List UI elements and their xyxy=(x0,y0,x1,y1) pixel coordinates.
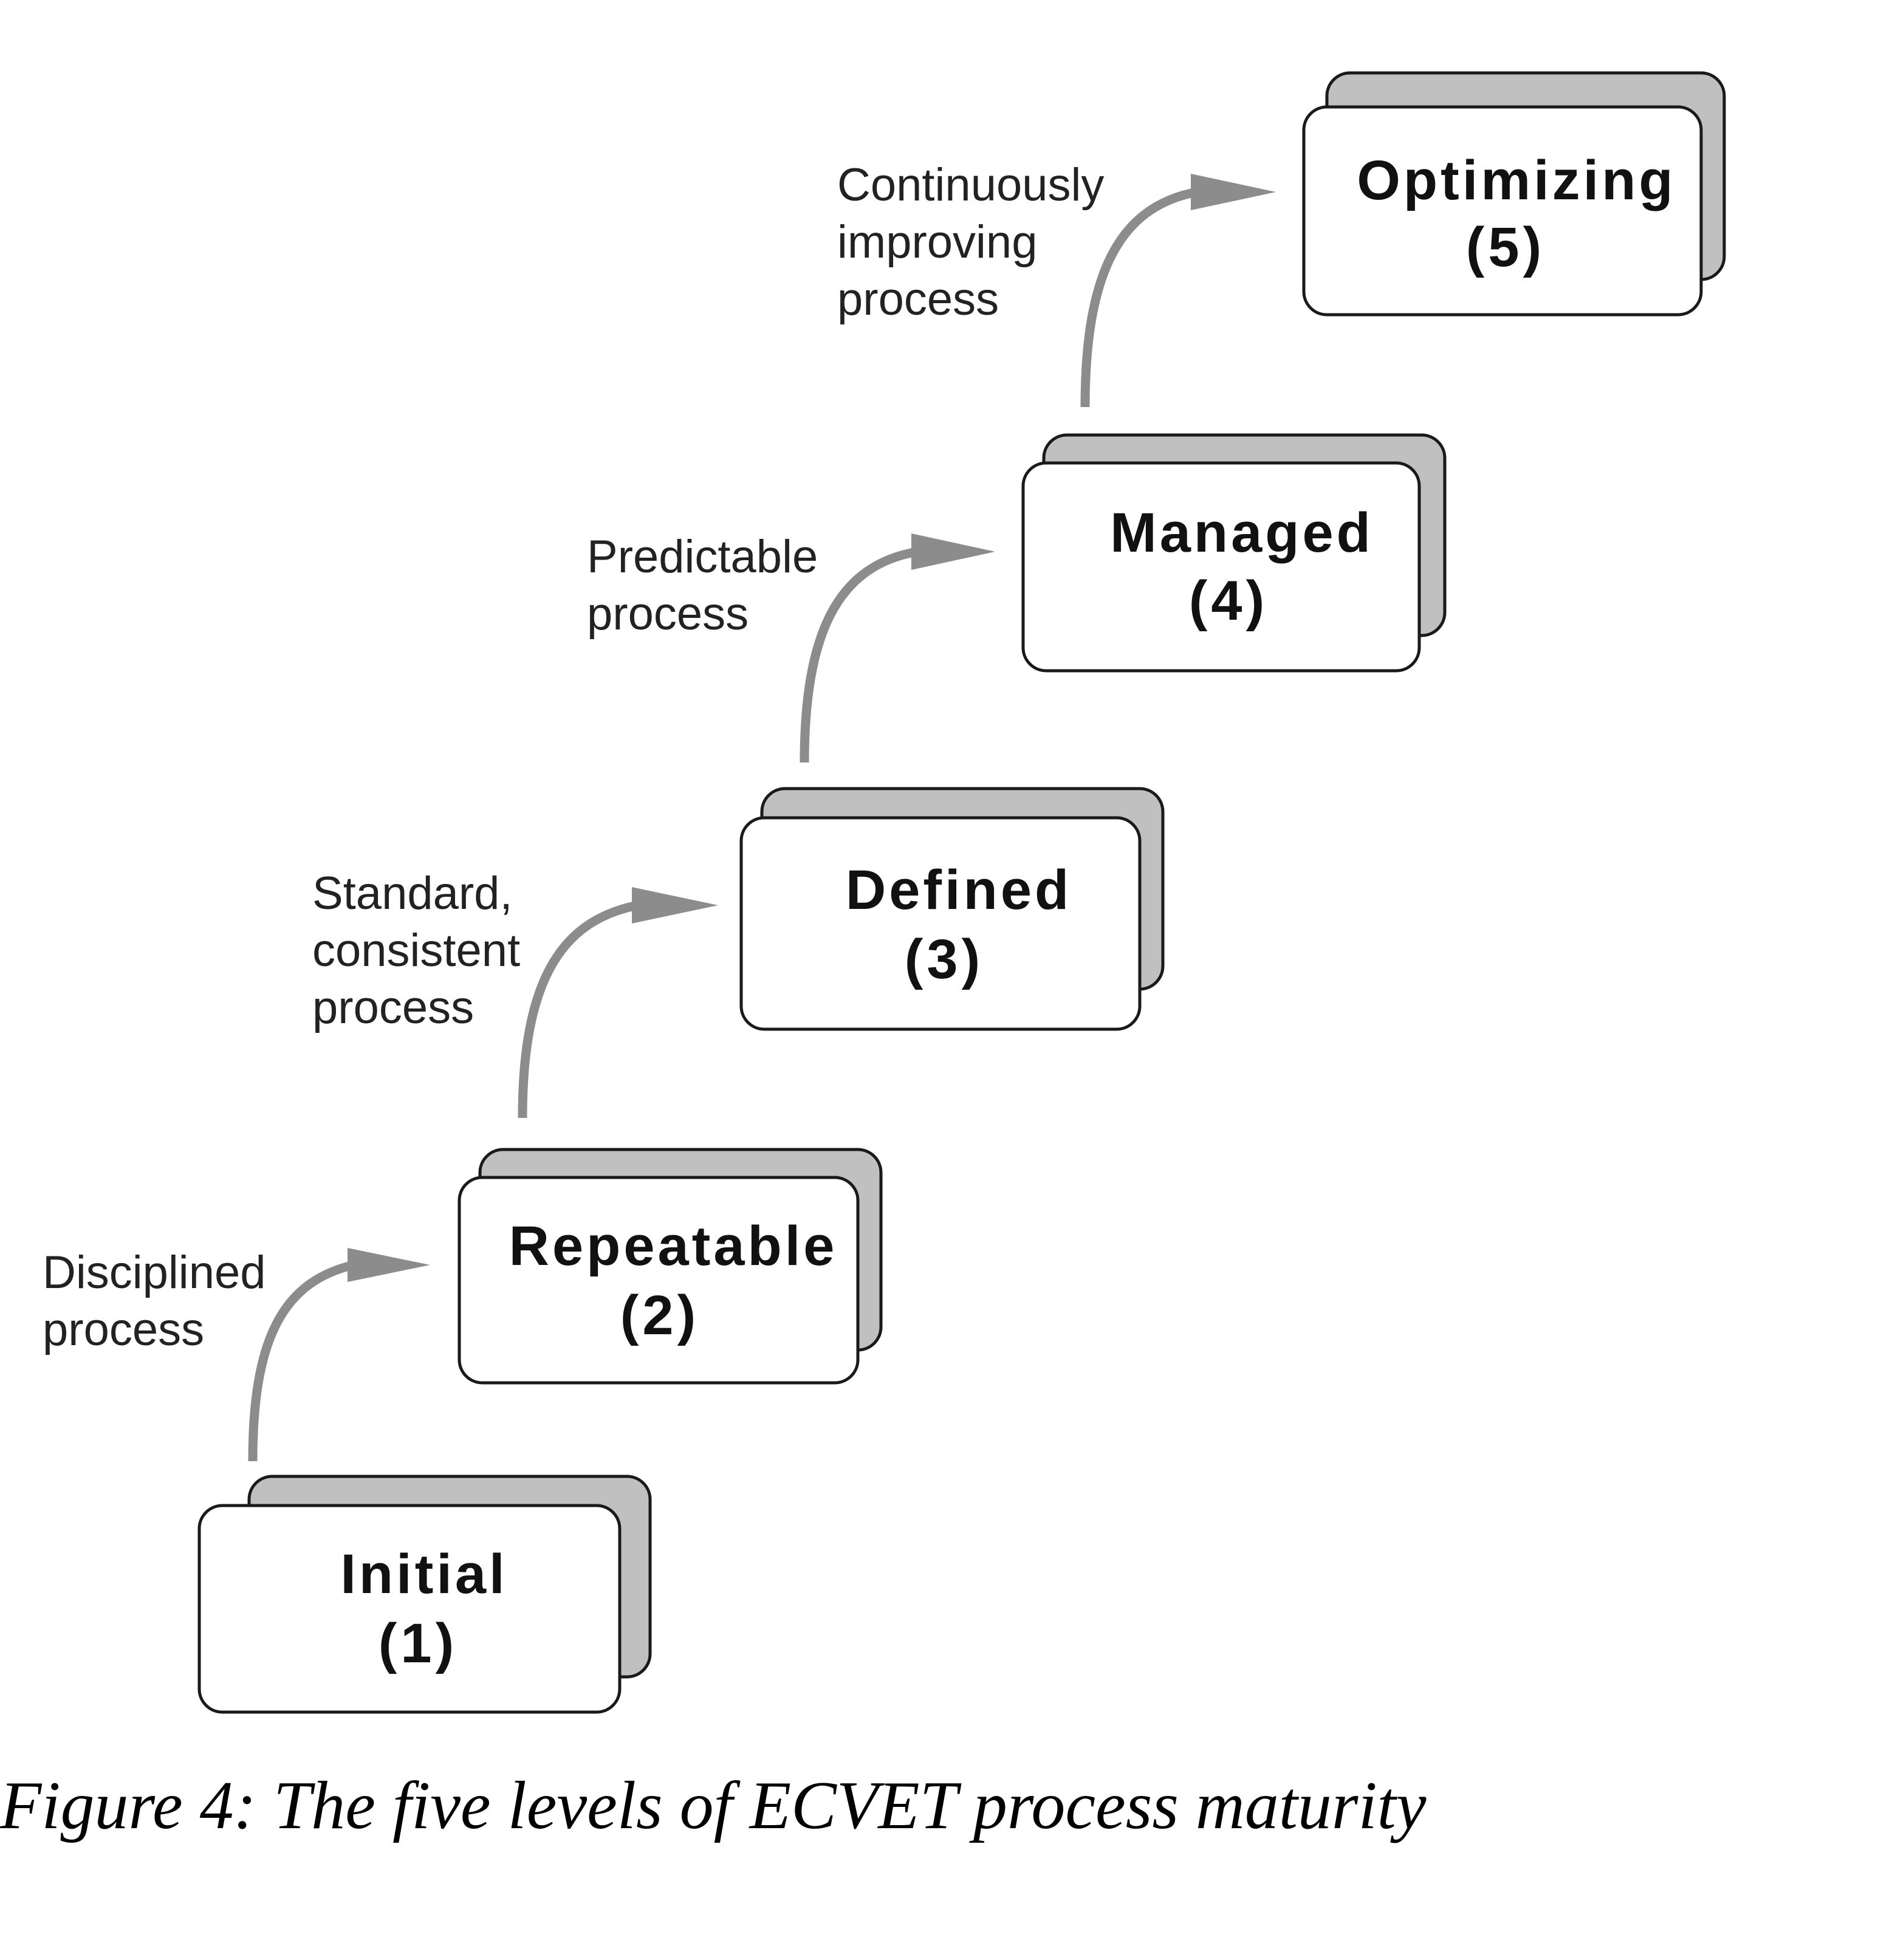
level-number: (3) xyxy=(905,928,984,990)
level-number: (4) xyxy=(1189,570,1268,632)
transition-label-line: Disciplined xyxy=(43,1247,266,1298)
transition-arrow-3-to-4 xyxy=(800,533,995,763)
transition-label-line: process xyxy=(837,273,999,325)
level-name: Defined xyxy=(846,859,1072,921)
transition-label-line: consistent xyxy=(312,925,520,976)
arrow-head-icon xyxy=(632,887,718,923)
level-box-repeatable: Repeatable (2) xyxy=(457,1148,883,1385)
level-box-face xyxy=(457,1176,860,1385)
transition-label-line: process xyxy=(312,982,474,1033)
transition-label-line: improving xyxy=(837,216,1037,268)
level-box-defined: Defined (3) xyxy=(739,787,1165,1031)
level-box-face xyxy=(1302,105,1703,317)
level-number: (2) xyxy=(620,1284,699,1346)
arrow-head-icon xyxy=(348,1248,430,1282)
transition-arrow-2-to-3 xyxy=(518,887,718,1119)
level-box-face xyxy=(197,1504,622,1714)
level-name: Initial xyxy=(340,1543,507,1605)
level-name: Managed xyxy=(1110,502,1374,564)
level-number: (5) xyxy=(1466,216,1545,278)
transition-arrow-1-to-2 xyxy=(248,1248,430,1462)
level-box-initial: Initial (1) xyxy=(197,1475,652,1714)
transition-label-2-to-3: Standard, consistent process xyxy=(312,868,533,1033)
arrow-curve xyxy=(248,1260,355,1462)
figure-caption: Figure 4: The five levels of ECVET proce… xyxy=(0,1768,1427,1843)
level-box-optimizing: Optimizing (5) xyxy=(1302,71,1726,317)
level-box-face xyxy=(1021,461,1421,673)
transition-label-line: Predictable xyxy=(587,531,818,583)
level-box-managed: Managed (4) xyxy=(1021,433,1447,673)
arrow-curve xyxy=(1080,187,1198,408)
transition-label-line: process xyxy=(43,1304,204,1355)
transition-label-1-to-2: Disciplined process xyxy=(43,1247,279,1355)
transition-label-3-to-4: Predictable process xyxy=(587,531,831,640)
level-name: Optimizing xyxy=(1357,149,1676,211)
arrow-head-icon xyxy=(911,533,995,570)
transition-label-4-to-5: Continuously improving process xyxy=(837,159,1117,325)
arrow-head-icon xyxy=(1191,174,1276,210)
transition-arrow-4-to-5 xyxy=(1080,174,1276,408)
level-name: Repeatable xyxy=(509,1215,838,1277)
level-number: (1) xyxy=(379,1612,457,1674)
level-box-face xyxy=(739,816,1142,1031)
transition-label-line: Standard, xyxy=(312,868,513,919)
transition-label-line: Continuously xyxy=(837,159,1104,211)
arrow-curve xyxy=(800,547,919,763)
transition-label-line: process xyxy=(587,588,749,640)
arrow-curve xyxy=(518,900,639,1119)
